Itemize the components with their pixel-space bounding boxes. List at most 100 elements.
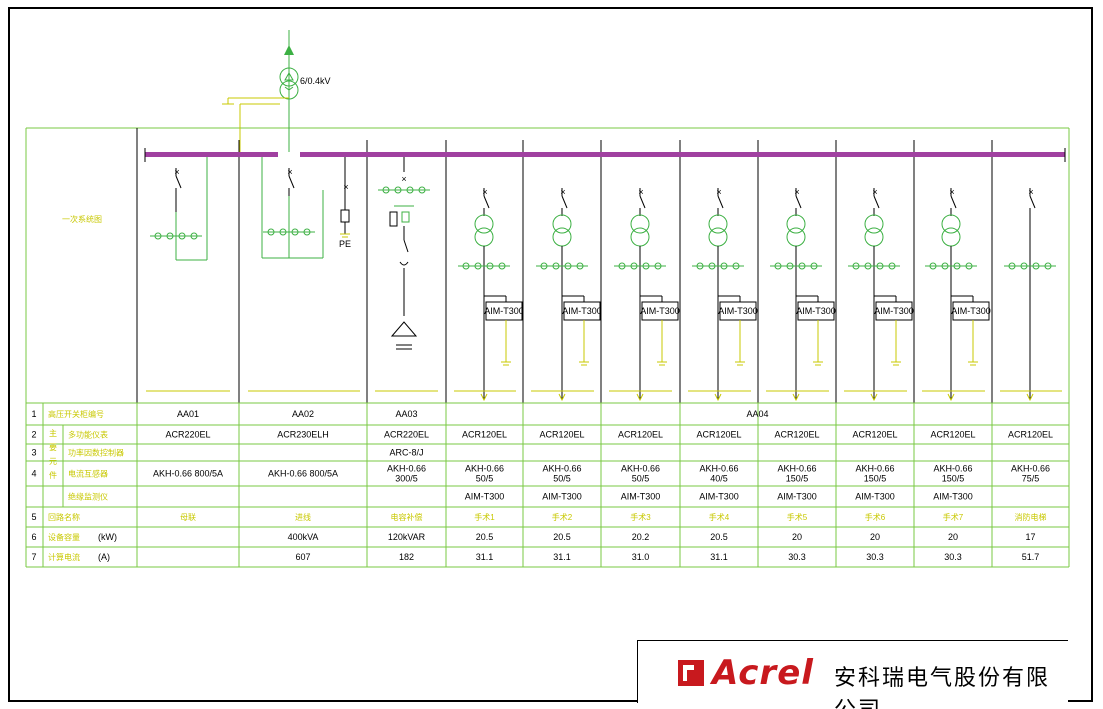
cell-current: 30.3 [788,552,806,562]
feeder-4-isolation-transformer-icon [708,227,728,247]
row-number: 6 [31,532,36,542]
feeder-3-imd-label: AIM-T300 [640,306,680,316]
cap-fuse-icon [389,211,398,227]
cell-circuit-name: 手术1 [474,512,495,522]
feeder-4-blade [717,195,724,209]
row-label: 计算电流 [48,552,80,562]
feeder-7-blade [950,195,957,209]
cell-current: 51.7 [1022,552,1040,562]
cell-meter: ACR120EL [774,430,819,440]
feeder-3-cross-icon: × [638,187,643,197]
feeder-4-imd-label: AIM-T300 [718,306,758,316]
cell-imd: AIM-T300 [699,492,739,502]
row-label: 多功能仪表 [68,430,108,440]
feeder-3-imd-box [641,301,679,321]
row-number: 7 [31,552,36,562]
group-label-char: 元 [49,457,57,466]
cell-ct: 50/5 [553,474,571,484]
group-label-char: 要 [49,443,57,452]
incomer-breaker-cross-icon: × [287,167,292,177]
cell-ct: 150/5 [786,474,809,484]
cell-capacity: 20.5 [553,532,571,542]
cell-meter: ACR120EL [852,430,897,440]
surge-arrester-icon [340,209,350,223]
cell-ct: AKH-0.66 [933,464,972,474]
cell-circuit-name: 消防电梯 [1015,512,1047,522]
feeder-1-isolation-transformer-icon [474,227,494,247]
cell-ct: AKH-0.66 [699,464,738,474]
cell-current: 607 [295,552,310,562]
group-label-char: 件 [49,470,57,480]
feeder-6-cross-icon: × [872,187,877,197]
feeder-7-imd-box [952,301,990,321]
cell-ct: 50/5 [632,474,650,484]
feeder-4-imd-box [719,301,757,321]
incomer-breaker-blade [288,175,295,189]
cell-ct: 40/5 [710,474,728,484]
feeder-2-cross-icon: × [560,187,565,197]
feeder-5-imd-label: AIM-T300 [796,306,836,316]
unit-capacity: (kW) [98,532,117,542]
cell-capacity: 20 [948,532,958,542]
cell-circuit-name: 手术7 [943,512,964,522]
cell-circuit-name: 手术2 [552,512,573,522]
cell-imd: AIM-T300 [933,492,973,502]
pe-label: PE [339,239,351,249]
busbar-segment-1 [145,152,233,157]
unit-current: (A) [98,552,110,562]
cell-capacity: 120kVAR [388,532,426,542]
delta-symbol-icon [284,71,294,81]
cell-ct: 150/5 [942,474,965,484]
cell-current: 182 [399,552,414,562]
cell-imd: AIM-T300 [465,492,505,502]
pe-cross-icon: × [343,182,348,192]
row-number: 2 [31,430,36,440]
feeder-7-outgoing-arrow-icon [947,393,955,402]
feeder-5-imd-box [797,301,835,321]
feeder-1-imd-box [485,301,523,321]
feeder-1-isolation-transformer-icon [474,214,494,234]
feeder-6-imd-label: AIM-T300 [874,306,914,316]
feeder-4-cross-icon: × [716,187,721,197]
feeder-3-isolation-transformer-icon [630,214,650,234]
feeder-1-cross-icon: × [482,187,487,197]
cap-cross-icon: × [401,174,406,184]
cell-capacity: 20.5 [710,532,728,542]
cell-meter: ACR120EL [462,430,507,440]
feeder-5-blade [795,195,802,209]
row-label: 绝缘监测仪 [68,492,108,502]
cell-capacity: 400kVA [288,532,319,542]
feeder-2-imd-label: AIM-T300 [562,306,602,316]
cell-meter: ACR120EL [539,430,584,440]
feeder-3-outgoing-arrow-icon [636,393,644,402]
cell-meter: ACR220EL [165,430,210,440]
feeder-1-outgoing-arrow-icon [480,393,488,402]
cell-capacity: 20 [870,532,880,542]
transformer-rating: 6/0.4kV [300,76,331,86]
cell-current: 31.1 [476,552,494,562]
cell-imd: AIM-T300 [777,492,817,502]
cell-ct: AKH-0.66 [777,464,816,474]
cell-ct: 50/5 [476,474,494,484]
row-number: 4 [31,469,36,479]
cabinet-number: AA03 [395,409,417,419]
transformer-hv-winding-icon [279,67,299,87]
cell-ct: AKH-0.66 [465,464,504,474]
cell-capacity: 20.2 [632,532,650,542]
cell-circuit-name: 手术6 [865,512,886,522]
cell-ct: AKH-0.66 800/5A [153,469,223,479]
cell-imd: AIM-T300 [621,492,661,502]
cell-meter: ACR120EL [1008,430,1053,440]
section-title: 一次系统图 [62,214,102,224]
feeder-1-blade [483,195,490,209]
cell-current: 31.0 [632,552,650,562]
cell-capacity: 20.5 [476,532,494,542]
title-block: Acrel 安科瑞电气股份有限公司 [637,640,1068,709]
row-label: 回路名称 [48,512,80,522]
cell-meter: ACR120EL [618,430,663,440]
feeder-5-isolation-transformer-icon [786,214,806,234]
company-name: 安科瑞电气股份有限公司 [834,666,1051,709]
feeder-1-imd-label: AIM-T300 [484,306,524,316]
cap-arrester-icon [401,211,410,223]
acrel-logo-mark-icon [678,658,708,688]
